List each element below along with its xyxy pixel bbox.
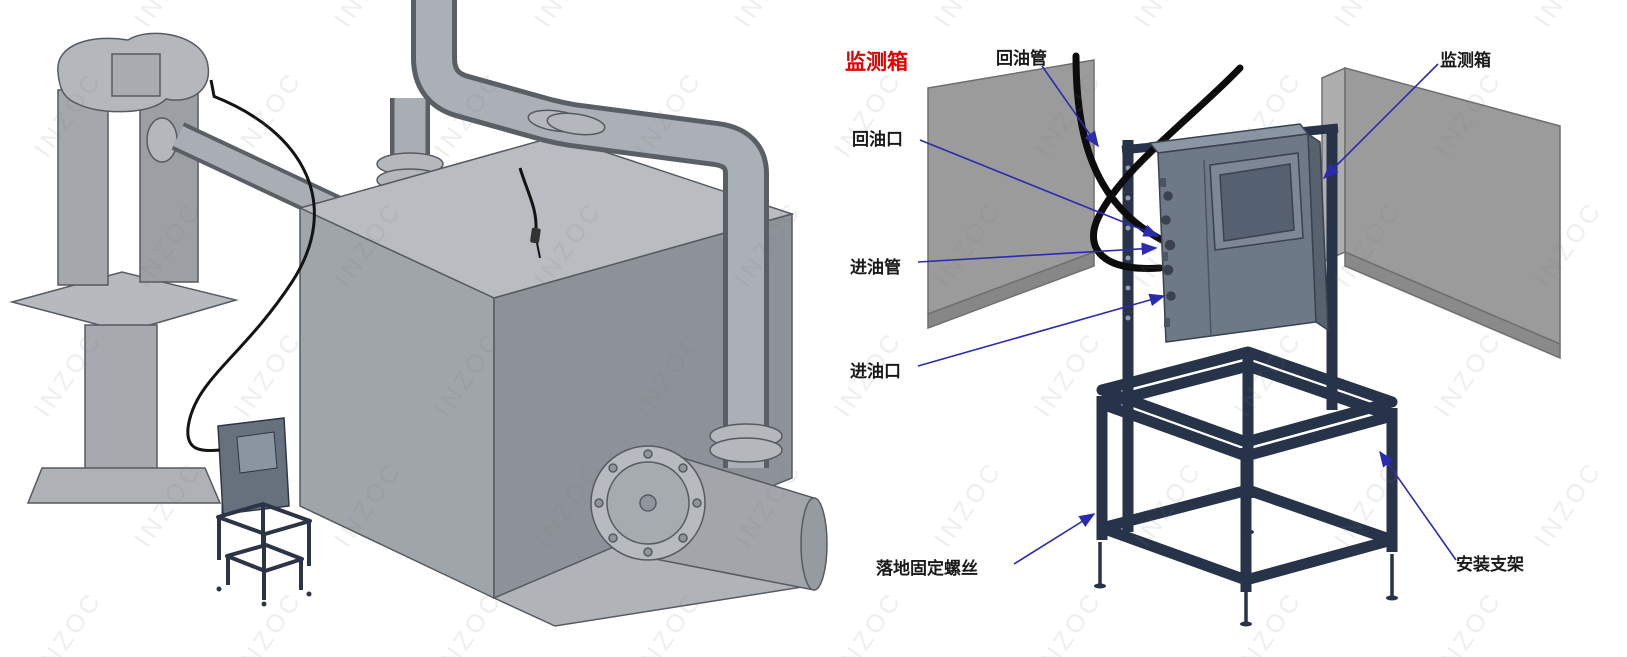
small-stand-frame <box>216 502 312 600</box>
oil-ports <box>1161 191 1176 301</box>
monitor-box <box>1148 123 1329 343</box>
display-screen <box>1219 163 1295 242</box>
mounting-stand <box>1096 346 1398 592</box>
label-monitor-box: 监测箱 <box>1440 51 1491 70</box>
label-return-port: 回油口 <box>852 130 903 149</box>
pump-column-left <box>57 89 109 286</box>
pump-head-notch <box>111 53 161 97</box>
cable-connector <box>530 227 541 259</box>
door-hinges <box>1160 178 1170 327</box>
right-panel-scene <box>917 52 1561 627</box>
label-mounting-bracket: 安装支架 <box>1456 555 1524 574</box>
annotation-arrows <box>917 63 1457 565</box>
label-inlet-pipe: 进油管 <box>850 258 901 277</box>
tank <box>297 135 795 600</box>
pump-base <box>26 467 222 504</box>
arrow-return-pipe <box>1041 65 1099 148</box>
pump-flange <box>146 117 178 163</box>
walls <box>927 59 1561 360</box>
arrow-return-port <box>919 139 1160 237</box>
arrow-inlet-pipe <box>917 242 1158 263</box>
return-oil-hose <box>1072 52 1166 244</box>
pump-pedestal <box>84 324 158 471</box>
arrow-inlet-port <box>917 293 1166 367</box>
return-oil-port <box>1163 191 1173 201</box>
pump-plate <box>9 271 239 333</box>
monitor-box-side <box>1307 132 1329 332</box>
small-monitor-screen <box>236 431 278 474</box>
cable-lines <box>186 79 538 453</box>
flange-bolts <box>594 449 702 557</box>
inlet-oil-port <box>1164 239 1176 251</box>
label-inlet-port: 进油口 <box>850 362 901 381</box>
cylinder-vessel <box>590 445 828 591</box>
label-floor-screws: 落地固定螺丝 <box>876 559 978 578</box>
arrow-monitor-box <box>1322 63 1439 180</box>
left-panel-scene <box>9 0 828 627</box>
screw-pads <box>1094 529 1398 627</box>
arrow-floor-screws <box>1013 513 1096 565</box>
small-monitor-unit <box>216 417 312 607</box>
pump-unit <box>9 32 239 504</box>
small-stand-feet <box>216 586 312 607</box>
pipe-joint-flanges <box>527 109 783 463</box>
post-bolts <box>1125 165 1131 321</box>
floor-screws <box>1098 500 1394 622</box>
pump-column-right <box>139 89 199 283</box>
label-return-pipe: 回油管 <box>996 49 1047 68</box>
label-monitor-box-title: 监测箱 <box>845 50 908 74</box>
arrow-mounting-bracket <box>1379 450 1457 561</box>
